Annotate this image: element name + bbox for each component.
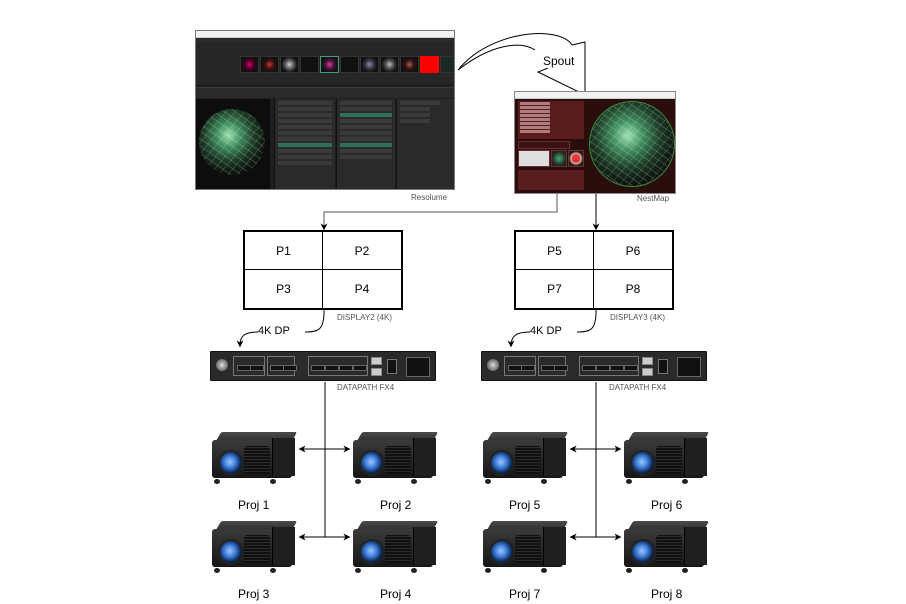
display-cell: P4 — [354, 282, 370, 296]
datapath-caption: DATAPATH FX4 — [337, 383, 395, 392]
projector-label: Proj 5 — [509, 498, 541, 512]
spout-label: Spout — [542, 54, 576, 68]
monitor-outputs — [308, 356, 368, 376]
clip-thumbnail — [380, 56, 399, 73]
clip-thumbnail — [420, 56, 439, 73]
projector-label: Proj 7 — [509, 587, 541, 601]
projector-7 — [481, 519, 569, 575]
nestmap-display-list — [518, 101, 584, 139]
hdmi-inputs — [233, 356, 265, 376]
ethernet-port — [642, 368, 653, 376]
datapath-fx4-device — [481, 351, 707, 381]
projector-label: Proj 6 — [651, 498, 683, 512]
lens-icon — [218, 539, 244, 565]
ethernet-port — [642, 357, 653, 365]
resolume-title-bar — [196, 31, 454, 38]
displayport-in-out — [538, 356, 568, 376]
projector-label: Proj 3 — [238, 587, 270, 601]
ethernet-port — [371, 357, 382, 365]
resolume-clip-panel — [336, 99, 395, 189]
clip-thumbnail — [260, 56, 279, 73]
lens-icon — [630, 450, 656, 476]
lens-icon — [630, 539, 656, 565]
display3-caption: DISPLAY3 (4K) — [610, 313, 665, 322]
clip-thumbnail — [320, 56, 339, 73]
resolume-transport-bar — [196, 87, 454, 98]
lens-icon — [489, 539, 515, 565]
resolume-caption: Resolume — [411, 193, 448, 202]
display-cell: P2 — [323, 232, 401, 270]
clip-thumbnail — [300, 56, 319, 73]
clip-thumbnail — [340, 56, 359, 73]
projector-8 — [622, 519, 710, 575]
display-cell: P1 — [245, 232, 323, 270]
resolume-output-preview — [196, 99, 270, 189]
power-socket-icon — [406, 357, 430, 377]
nestmap-thumb-projector — [518, 150, 550, 167]
projector-5 — [481, 430, 569, 486]
display-cell: P5 — [516, 232, 594, 270]
sync-connector-icon — [487, 359, 499, 371]
display-cell: P6 — [594, 232, 672, 270]
display-cell: P7 — [516, 270, 594, 308]
clip-thumbnail — [240, 56, 259, 73]
lens-icon — [218, 450, 244, 476]
display2-caption: DISPLAY2 (4K) — [337, 313, 392, 322]
display-cell: P8 — [625, 282, 641, 296]
clip-thumbnail — [440, 56, 454, 73]
datapath-fx4-device — [210, 351, 436, 381]
display-cell: P3 — [245, 270, 323, 308]
power-switch-icon — [658, 359, 668, 374]
resolume-files-panel — [396, 99, 454, 189]
nestmap-screenshot — [514, 91, 676, 194]
lens-icon — [359, 450, 385, 476]
nestmap-log — [518, 170, 584, 190]
display2-grid: P1 P2 P3 P4 — [243, 230, 403, 310]
projector-2 — [351, 430, 439, 486]
nestmap-dropdown — [518, 141, 570, 149]
ethernet-port — [371, 368, 382, 376]
connector-label: 4K DP — [258, 325, 290, 337]
resolume-composition-panel — [274, 99, 335, 189]
displayport-in-out — [267, 356, 297, 376]
clip-thumbnail — [400, 56, 419, 73]
projector-label: Proj 8 — [651, 587, 683, 601]
nestmap-play-icon — [568, 150, 584, 167]
projector-4 — [351, 519, 439, 575]
resolume-menu-bar — [196, 38, 454, 42]
projector-1 — [210, 430, 298, 486]
lens-icon — [489, 450, 515, 476]
nestmap-caption: NestMap — [637, 194, 670, 203]
power-switch-icon — [387, 359, 397, 374]
nestmap-dome-image — [589, 101, 675, 187]
display3-grid: P5 P6 P7 P8 — [514, 230, 674, 310]
connector-label: 4K DP — [530, 325, 562, 337]
dome-preview-image — [199, 109, 265, 175]
sync-connector-icon — [216, 359, 228, 371]
power-socket-icon — [677, 357, 701, 377]
projector-3 — [210, 519, 298, 575]
datapath-caption: DATAPATH FX4 — [609, 383, 667, 392]
clip-thumbnail — [360, 56, 379, 73]
nestmap-title-bar — [515, 92, 675, 99]
projector-label: Proj 1 — [238, 498, 270, 512]
projector-label: Proj 2 — [380, 498, 412, 512]
hdmi-inputs — [504, 356, 536, 376]
nestmap-thumb-dome — [551, 150, 567, 167]
clip-thumbnail — [280, 56, 299, 73]
lens-icon — [359, 539, 385, 565]
monitor-outputs — [579, 356, 639, 376]
resolume-screenshot — [195, 30, 455, 190]
resolume-clip-deck — [196, 42, 454, 84]
projector-6 — [622, 430, 710, 486]
projector-label: Proj 4 — [380, 587, 412, 601]
